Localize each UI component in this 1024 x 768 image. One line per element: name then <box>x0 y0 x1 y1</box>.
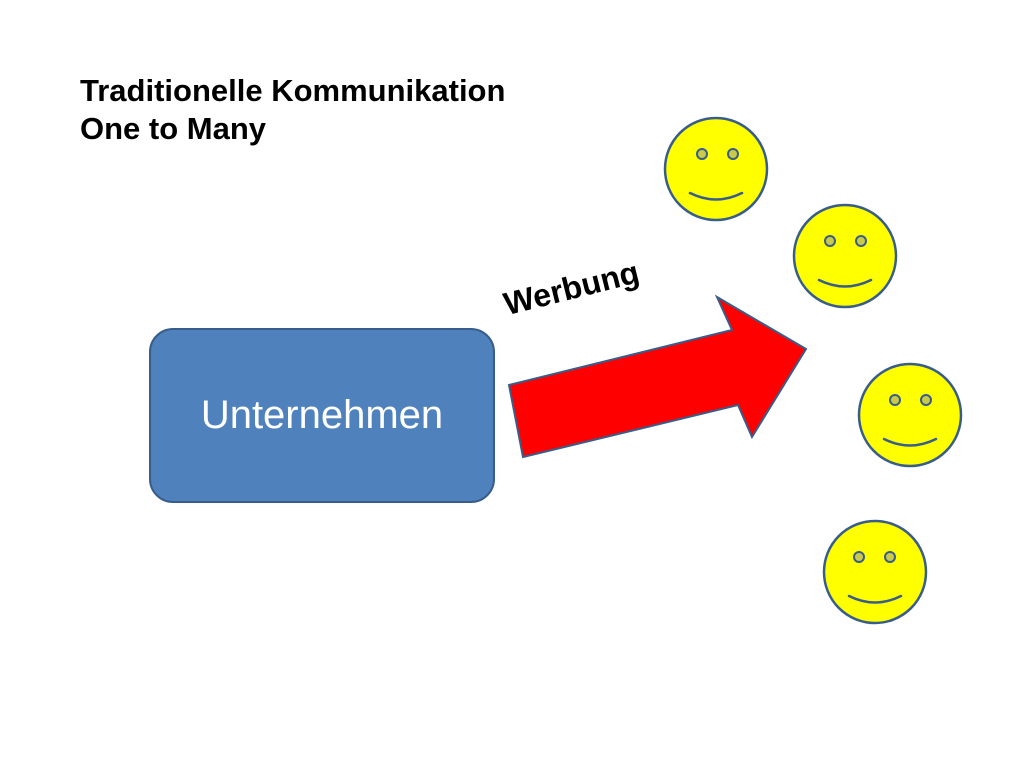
smiley-face-icon <box>857 362 963 468</box>
smiley-face-icon <box>792 203 898 309</box>
slide-title: Traditionelle Kommunikation One to Many <box>80 72 505 148</box>
smiley-face-icon <box>822 519 928 625</box>
advertising-arrow <box>507 294 808 459</box>
title-line-1: Traditionelle Kommunikation <box>80 73 506 108</box>
title-line-2: One to Many <box>80 111 267 146</box>
company-label: Unternehmen <box>200 393 444 437</box>
smiley-face-icon <box>663 116 769 222</box>
company-box: Unternehmen <box>149 328 495 503</box>
